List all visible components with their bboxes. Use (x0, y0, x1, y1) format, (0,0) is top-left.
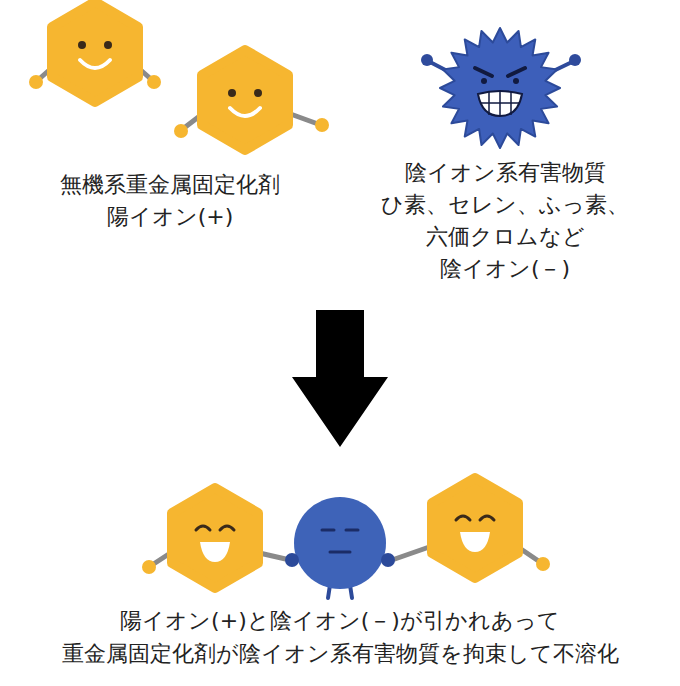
cation-character (29, 2, 161, 102)
anion-character (421, 28, 581, 148)
caption-text: 陽イオン(+) (107, 204, 234, 230)
cation-character (174, 50, 329, 150)
caption-text: 陰イオン系有害物質 (405, 160, 606, 186)
caption-text: ひ素、セレン、ふっ素、 (381, 192, 629, 218)
summary-text: 重金属固定化剤が陰イオン系有害物質を拘束して不溶化 (62, 641, 619, 667)
caption-text: 六価クロムなど (426, 224, 585, 250)
bound-characters (142, 478, 550, 598)
caption-text: 陰イオン(－) (440, 256, 570, 282)
down-arrow (292, 310, 388, 447)
summary-text: 陽イオン(+)と陰イオン(－)が引かれあって (120, 608, 560, 634)
caption-text: 無機系重金属固定化剤 (60, 172, 280, 198)
